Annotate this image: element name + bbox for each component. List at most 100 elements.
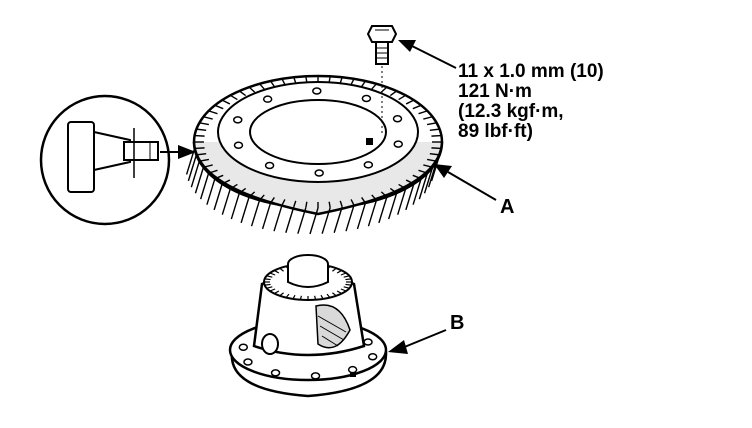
case-gear-tooth [274,269,280,274]
gear-tooth [214,104,224,110]
gear-tooth-face [297,207,307,234]
case-gear-tooth [269,288,276,292]
gear-tooth-face [356,202,367,230]
case-bolt-hole [238,343,249,351]
case-gear-tooth [292,294,296,300]
gear-tooth-face [430,154,441,182]
gear-tooth [339,200,343,207]
gear-tooth-face [230,192,241,220]
gear-tooth-face [213,183,223,211]
case-gear-tooth [320,294,324,300]
gear-tooth [426,158,437,162]
case-gear-tooth [336,269,342,274]
gear-bolt-hole [233,116,243,124]
bolt-detail-inset [39,94,171,226]
callout-b-label: B [450,312,465,334]
gear-tooth [269,80,275,87]
gear-tooth [194,147,205,150]
gear-bolt-hole [392,115,403,123]
case-bolt-hole [367,353,378,361]
gear-tooth-face [423,167,434,194]
gear-tooth [203,164,213,168]
gear-tooth-face [221,188,231,215]
gear-tooth [398,183,407,190]
case-gear-tooth [332,292,337,297]
gear-tooth [431,147,442,150]
gear-tooth [221,179,231,185]
gear-tooth [229,183,238,190]
gear-tooth [389,187,398,194]
gear-bolt-hole [393,140,403,148]
gear-tooth [281,78,286,85]
case-gear-tooth [264,278,271,281]
case-gear-tooth [345,283,352,286]
gear-tooth [208,110,218,115]
gear-tooth-face [367,200,378,227]
case-gear-tooth [336,290,342,295]
gear-tooth [418,110,428,115]
gear-tooth-face [206,178,216,205]
gear-tooth-face [273,204,283,232]
case-gear-tooth [269,272,276,276]
gear-tooth [293,77,297,84]
bolt [366,25,398,134]
callout-a-arrow [434,164,497,201]
gear-tooth [259,83,265,90]
gear-tooth [423,164,433,168]
gear-tooth [423,116,433,120]
gear-tooth-face [190,160,201,188]
gear-tooth [238,187,247,194]
gear-bolt-hole [361,94,372,103]
gear-tooth [199,158,210,162]
gear-tooth [350,78,355,85]
case-gear-tooth [326,293,331,298]
case-gear-tooth [266,275,273,278]
callout-a-label: A [500,196,515,218]
gear-tooth-face [321,207,331,234]
gear-tooth-face [333,206,343,233]
case-gear-tooth [279,267,284,272]
gear-tooth [429,153,440,156]
case-bolt-hole [310,372,321,380]
gear-tooth [361,197,367,204]
case-bolt-hole [243,358,253,366]
gear-tooth [196,153,207,156]
gear-tooth-face [309,207,319,235]
case-gear-tooth [332,267,337,272]
gear-tooth [412,174,422,180]
torque-spec-arrow [398,40,457,69]
gear-tooth-face [387,192,398,220]
case-gear-tooth [274,290,280,295]
gear-tooth [398,94,407,101]
gear-tooth [248,86,256,93]
gear-tooth-face [185,148,196,175]
case-gear-tooth [340,288,347,292]
gear-tooth-face [397,188,407,215]
gear-tooth [199,122,210,126]
callout-b-arrow [388,329,447,354]
inset-pointer-arrow [160,145,196,159]
gear-tooth [281,199,286,206]
gear-tooth [412,104,422,110]
bolt-size-label: 11 x 1.0 mm (10) [458,61,604,82]
gear-tooth [248,191,256,198]
case-gear-tooth [343,275,350,278]
differential-case [228,254,388,398]
gear-tooth-face [345,204,355,232]
case-gear-tooth [299,295,302,300]
gear-tooth [221,99,231,105]
case-bolt-hole [363,338,373,346]
case-gear-tooth [266,286,273,289]
gear-bolt-hole [264,161,275,170]
gear-tooth [429,128,440,131]
gear-tooth-face [240,196,250,224]
gear-tooth [214,174,224,180]
case-gear-tooth [285,293,290,298]
gear-tooth-face [405,183,415,211]
case-gear-tooth [340,272,347,276]
gear-tooth-face [187,154,198,182]
case-gear-tooth [345,278,352,281]
gear-tooth [238,90,247,97]
gear-tooth-face [285,206,295,233]
